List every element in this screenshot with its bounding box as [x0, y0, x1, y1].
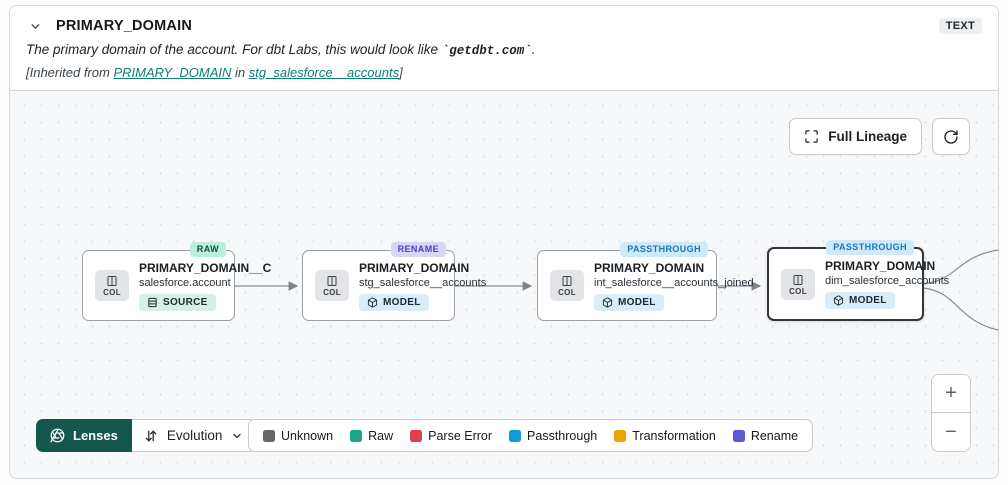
node-column-name: PRIMARY_DOMAIN: [359, 260, 470, 275]
legend-label: Raw: [368, 428, 394, 443]
legend-swatch: [614, 429, 627, 442]
node-column-name: PRIMARY_DOMAIN: [825, 259, 936, 273]
node-model-name: dim_salesforce_accounts: [825, 275, 950, 287]
column-details-panel: PRIMARY_DOMAIN TEXT The primary domain o…: [9, 5, 999, 479]
node-column-name: PRIMARY_DOMAIN: [594, 260, 705, 275]
legend-swatch: [410, 429, 423, 442]
column-type-badge: TEXT: [938, 18, 982, 34]
legend-item-unknown: Unknown: [263, 429, 333, 443]
inherited-column-link[interactable]: PRIMARY_DOMAIN: [113, 65, 232, 80]
legend-item-transformation: Transformation: [614, 429, 716, 443]
columns-icon: [327, 276, 337, 286]
zoom-out-button[interactable]: −: [932, 413, 970, 451]
panel-header: PRIMARY_DOMAIN TEXT The primary domain o…: [10, 6, 998, 90]
selected-lens-label: Evolution: [166, 428, 223, 443]
lineage-edges: [235, 249, 998, 331]
lens-select-dropdown[interactable]: Evolution: [131, 419, 257, 452]
columns-icon: [562, 276, 572, 286]
column-chip: COL: [550, 270, 584, 301]
legend-label: Parse Error: [428, 428, 493, 443]
legend-item-parse-error: Parse Error: [410, 429, 492, 443]
node-model-name: stg_salesforce__accounts: [359, 276, 487, 289]
columns-icon: [107, 276, 117, 286]
node-model-name: salesforce.account: [139, 276, 231, 289]
node-model-name: int_salesforce__accounts_joined: [594, 276, 754, 289]
legend-label: Transformation: [632, 428, 716, 443]
column-name-title: PRIMARY_DOMAIN: [56, 18, 192, 34]
cube-icon: [367, 296, 378, 308]
zoom-controls: + −: [931, 374, 971, 452]
legend-swatch: [732, 429, 745, 442]
collapse-chevron-icon[interactable]: [26, 17, 44, 35]
zoom-in-button[interactable]: +: [932, 375, 970, 413]
canvas-toolbar: Full Lineage: [789, 118, 970, 155]
full-lineage-button[interactable]: Full Lineage: [789, 118, 922, 155]
swap-arrows-icon: [144, 429, 158, 443]
lineage-node-source[interactable]: RAW COL PRIMARY_DOMAIN__C salesforce.acc…: [82, 242, 271, 321]
lenses-button[interactable]: Lenses: [36, 419, 132, 452]
aperture-icon: [50, 428, 65, 443]
expand-icon: [804, 129, 819, 144]
lineage-node-staging[interactable]: RENAME COL PRIMARY_DOMAIN stg_salesforce…: [302, 242, 486, 321]
lineage-canvas[interactable]: Full Lineage RAW COL PRIMARY_DOMAIN__C s…: [10, 90, 998, 478]
column-chip: COL: [95, 270, 129, 301]
full-lineage-label: Full Lineage: [828, 129, 907, 144]
cube-icon: [602, 296, 613, 308]
lineage-node-intermediate[interactable]: PASSTHROUGH COL PRIMARY_DOMAIN int_sales…: [537, 242, 754, 321]
evolution-badge: RENAME: [390, 242, 446, 257]
evolution-badge: PASSTHROUGH: [620, 242, 708, 257]
legend-item-raw: Raw: [350, 429, 393, 443]
inherited-note: [Inherited from PRIMARY_DOMAIN in stg_sa…: [26, 65, 403, 80]
lenses-control: Lenses Evolution: [36, 419, 257, 452]
column-description: The primary domain of the account. For d…: [26, 42, 536, 58]
lenses-label: Lenses: [73, 428, 118, 443]
legend-item-rename: Rename: [732, 428, 799, 443]
refresh-icon: [943, 129, 959, 145]
column-chip: COL: [315, 270, 349, 301]
legend-label: Rename: [750, 428, 799, 443]
node-type-pill: SOURCE: [139, 293, 216, 311]
lineage-node-dim-selected[interactable]: PASSTHROUGH COL PRIMARY_DOMAIN dim_sales…: [767, 240, 949, 321]
table-rows-icon: [148, 297, 157, 307]
node-type-pill: MODEL: [359, 293, 429, 311]
legend-label: Passthrough: [527, 428, 598, 443]
legend-swatch: [350, 429, 363, 442]
legend-label: Unknown: [281, 428, 334, 443]
chevron-down-icon: [231, 430, 243, 442]
refresh-button[interactable]: [932, 118, 970, 155]
evolution-legend: Unknown Raw Parse Error Passthrough Tran…: [248, 419, 814, 452]
legend-swatch: [263, 429, 275, 442]
legend-swatch: [509, 429, 522, 442]
node-type-pill: MODEL: [594, 293, 664, 311]
edge-branch-top: [922, 249, 998, 285]
evolution-badge: RAW: [189, 242, 226, 257]
cube-icon: [833, 295, 844, 306]
node-column-name: PRIMARY_DOMAIN__C: [139, 260, 272, 275]
legend-item-passthrough: Passthrough: [509, 429, 597, 443]
evolution-badge: PASSTHROUGH: [826, 240, 914, 255]
inline-code: `getdbt.com`: [441, 44, 532, 58]
node-type-pill: MODEL: [825, 292, 895, 309]
inherited-model-link[interactable]: stg_salesforce__accounts: [248, 65, 400, 80]
columns-icon: [793, 274, 803, 285]
column-chip: COL: [781, 268, 815, 300]
edge-branch-bottom: [922, 287, 998, 331]
